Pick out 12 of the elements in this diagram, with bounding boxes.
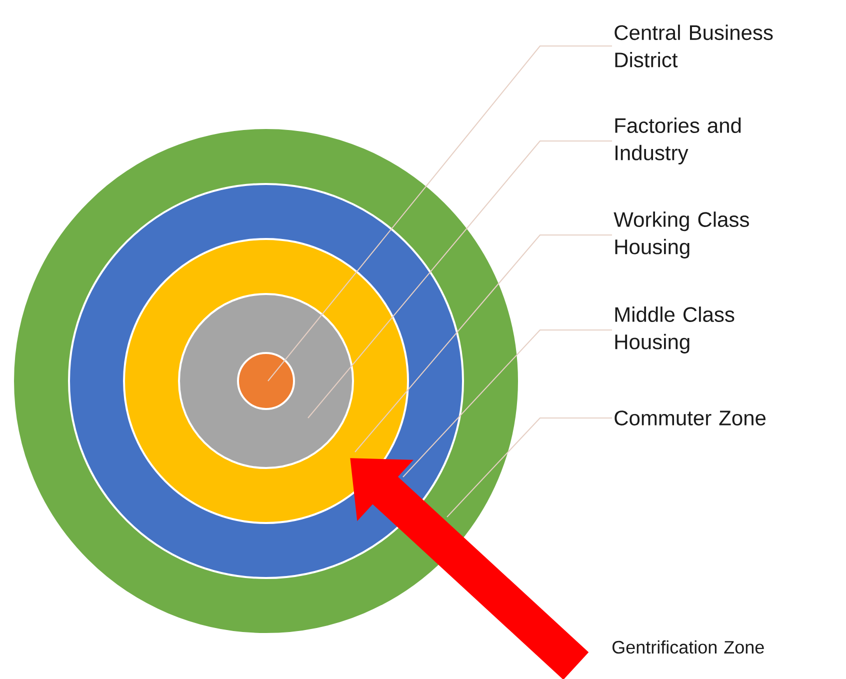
zone-label: Gentrification Zone bbox=[612, 640, 764, 654]
zone-label: Commuter Zone bbox=[614, 410, 766, 426]
zone-label: Working Class Housing bbox=[614, 212, 749, 258]
leader-line bbox=[402, 329, 612, 478]
leader-line bbox=[268, 45, 612, 382]
leader-line bbox=[308, 140, 612, 418]
ring bbox=[237, 352, 295, 410]
zone-label: Middle Class Housing bbox=[615, 306, 734, 354]
leader-line bbox=[446, 417, 612, 518]
zone-label: Central Business District bbox=[614, 24, 773, 68]
leader-line bbox=[354, 234, 612, 452]
zone-label: Factories and Industry bbox=[615, 118, 741, 164]
